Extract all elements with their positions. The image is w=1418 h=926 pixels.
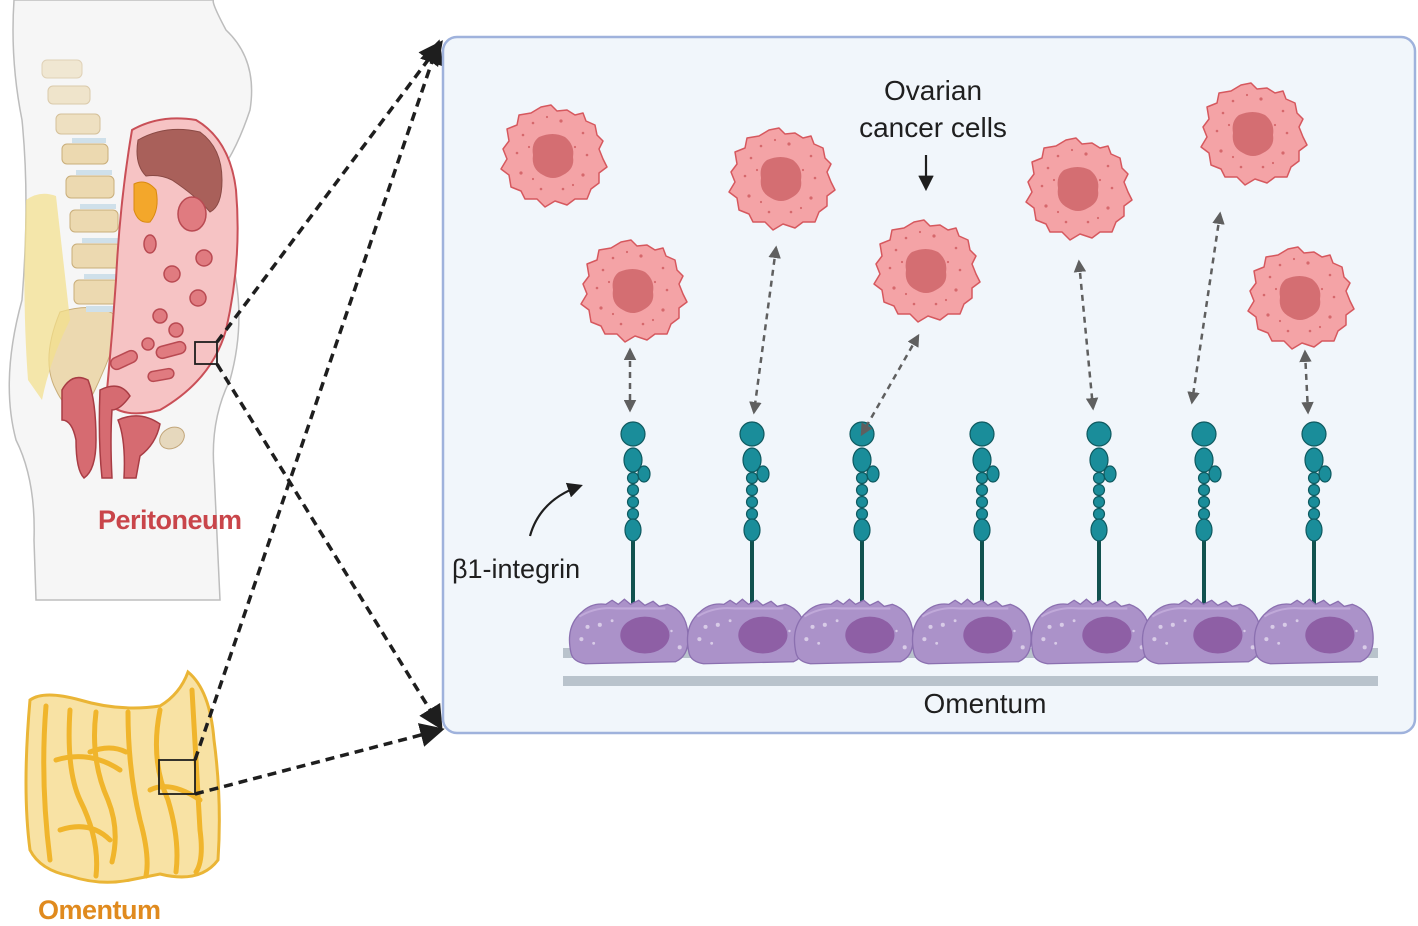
zoom-panel (441, 35, 1417, 735)
ovarian-cancer-cells-label-line1: Ovarian (883, 75, 983, 106)
intestines (109, 196, 213, 383)
pancreas (133, 181, 158, 223)
binding-arrows (623, 211, 1314, 437)
mesothelial-cell (1030, 598, 1152, 665)
mesothelial-cell (686, 598, 808, 665)
connector-omentum-bottom (194, 723, 445, 796)
beta1-integrin-label: β1-integrin (452, 554, 581, 584)
pelvic-organs (61, 376, 161, 479)
intervertebral-discs (72, 138, 122, 312)
mesothelial-cell (1253, 598, 1375, 665)
liver (136, 128, 223, 213)
connector-omentum-top (193, 39, 444, 761)
mesothelial-cell (793, 598, 915, 665)
connector-peritoneum-bottom (215, 363, 443, 731)
mesothelial-cell (568, 598, 690, 665)
binding-interaction-arrow (1187, 211, 1225, 405)
omentum-basement-lower (563, 676, 1378, 686)
binding-interaction-arrow (860, 333, 920, 437)
integrin-label-arrow (528, 482, 583, 537)
binding-interaction-arrow (1073, 259, 1099, 411)
mesothelial-cell (1141, 598, 1263, 665)
omentum-illustration (24, 669, 221, 884)
ovarian-cancer-cells-label: Ovarian cancer cells (848, 72, 1018, 146)
body-illustration (8, 0, 253, 601)
zoom-connectors (193, 39, 445, 796)
omentum-zoom-box (158, 759, 196, 795)
connector-peritoneum-top (215, 40, 443, 344)
omentum-layer-label: Omentum (923, 688, 1047, 719)
peritoneum-label: Peritoneum (98, 505, 242, 535)
ovarian-cancer-cells-label-line2: cancer cells (859, 112, 1007, 143)
binding-interaction-arrow (749, 245, 781, 415)
peritoneum-zoom-box (194, 341, 218, 365)
mesothelial-cell (911, 598, 1033, 665)
omentum-organ-label: Omentum (38, 895, 161, 925)
pubic-bone (159, 426, 185, 450)
